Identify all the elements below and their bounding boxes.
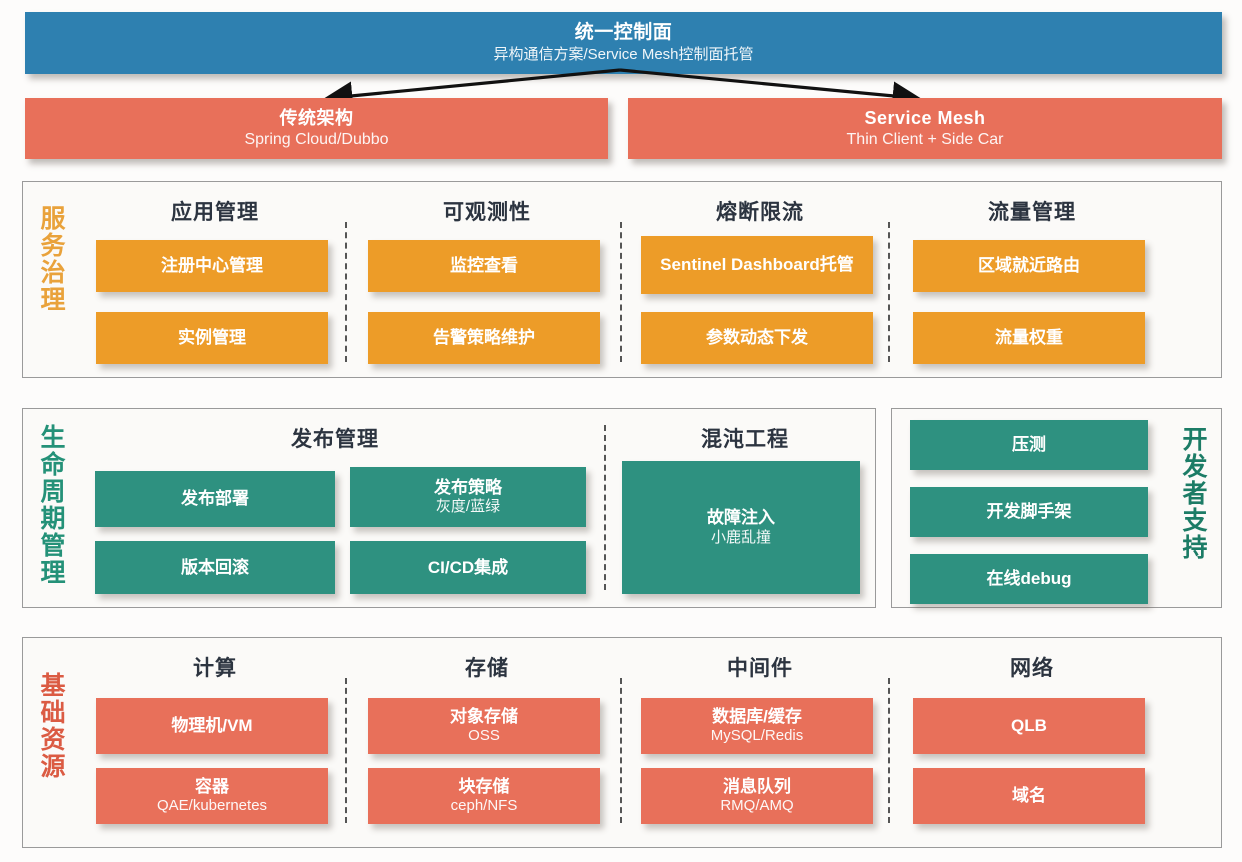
control-plane-banner: 统一控制面 异构通信方案/Service Mesh控制面托管 — [25, 12, 1222, 74]
column-title-middleware: 中间件 — [727, 657, 793, 680]
card-title: 对象存储 — [450, 706, 518, 726]
card-title: CI/CD集成 — [427, 557, 509, 577]
card-subtitle: QAE/kubernetes — [156, 797, 268, 815]
card-title: 块存储 — [458, 776, 510, 796]
card-title: 数据库/缓存 — [712, 706, 802, 726]
card-title: 物理机/VM — [171, 716, 253, 736]
card-title: 流量权重 — [995, 328, 1063, 348]
card-title: 版本回滚 — [181, 557, 249, 577]
column-title-storage: 存储 — [465, 657, 509, 680]
card-stress-test[interactable]: 压测 — [910, 420, 1148, 470]
card-subtitle: 小鹿乱撞 — [710, 528, 771, 546]
card-sentinel-dashboard[interactable]: Sentinel Dashboard托管 — [641, 236, 873, 294]
column-divider — [620, 678, 622, 823]
card-release-deploy[interactable]: 发布部署 — [95, 471, 335, 527]
connector-arrows — [323, 68, 922, 110]
card-title: 在线debug — [986, 569, 1072, 589]
card-traffic-weight[interactable]: 流量权重 — [913, 312, 1145, 364]
column-title-circuit-breaking: 熔断限流 — [716, 201, 804, 224]
control-plane-subtitle: 异构通信方案/Service Mesh控制面托管 — [493, 46, 754, 64]
card-title: 告警策略维护 — [433, 328, 535, 348]
card-qlb[interactable]: QLB — [913, 698, 1145, 754]
architecture-traditional-title: 传统架构 — [279, 107, 354, 128]
column-title-chaos-engineering: 混沌工程 — [701, 428, 789, 451]
card-fault-injection[interactable]: 故障注入 小鹿乱撞 — [622, 461, 860, 594]
column-title-release-management: 发布管理 — [291, 428, 379, 451]
card-title: 域名 — [1012, 786, 1046, 806]
card-block-storage[interactable]: 块存储 ceph/NFS — [368, 768, 600, 824]
column-title-network: 网络 — [1010, 657, 1054, 680]
card-message-queue[interactable]: 消息队列 RMQ/AMQ — [641, 768, 873, 824]
card-object-storage[interactable]: 对象存储 OSS — [368, 698, 600, 754]
card-subtitle: OSS — [468, 727, 500, 745]
card-version-rollback[interactable]: 版本回滚 — [95, 541, 335, 594]
architecture-service-mesh-title: Service Mesh — [864, 107, 986, 128]
card-title: QLB — [1011, 716, 1047, 736]
card-title: 开发脚手架 — [986, 502, 1072, 522]
card-cicd-integration[interactable]: CI/CD集成 — [350, 541, 586, 594]
card-title: 参数动态下发 — [706, 328, 808, 348]
card-title: 注册中心管理 — [161, 256, 263, 276]
card-physical-vm[interactable]: 物理机/VM — [96, 698, 328, 754]
card-instance-management[interactable]: 实例管理 — [96, 312, 328, 364]
column-title-compute: 计算 — [193, 657, 237, 680]
card-subtitle: 灰度/蓝绿 — [435, 498, 501, 516]
column-divider — [888, 222, 890, 362]
card-dev-scaffold[interactable]: 开发脚手架 — [910, 487, 1148, 537]
architecture-service-mesh-subtitle: Thin Client + Side Car — [846, 131, 1004, 149]
card-title: 压测 — [1012, 435, 1046, 455]
column-title-observability: 可观测性 — [443, 201, 531, 224]
column-divider — [604, 425, 606, 590]
card-title: 实例管理 — [178, 328, 246, 348]
column-title-traffic-management: 流量管理 — [988, 201, 1076, 224]
layer-label-infrastructure: 基础资源 — [37, 672, 65, 780]
layer-label-developer-support: 开发者支持 — [1179, 426, 1207, 561]
card-online-debug[interactable]: 在线debug — [910, 554, 1148, 604]
card-database-cache[interactable]: 数据库/缓存 MySQL/Redis — [641, 698, 873, 754]
card-release-strategy[interactable]: 发布策略 灰度/蓝绿 — [350, 467, 586, 527]
architecture-traditional-subtitle: Spring Cloud/Dubbo — [244, 131, 389, 149]
layer-label-governance: 服务治理 — [37, 205, 65, 313]
card-title: 监控查看 — [450, 256, 518, 276]
card-alert-policy-maintenance[interactable]: 告警策略维护 — [368, 312, 600, 364]
card-registry-management[interactable]: 注册中心管理 — [96, 240, 328, 292]
card-zone-aware-routing[interactable]: 区域就近路由 — [913, 240, 1145, 292]
card-title: 消息队列 — [723, 776, 791, 796]
card-dynamic-parameter-push[interactable]: 参数动态下发 — [641, 312, 873, 364]
card-title: 发布策略 — [434, 477, 502, 497]
card-title: 区域就近路由 — [978, 256, 1080, 276]
card-title: Sentinel Dashboard托管 — [660, 255, 854, 275]
card-title: 发布部署 — [181, 489, 249, 509]
card-subtitle: MySQL/Redis — [710, 727, 804, 745]
card-subtitle: ceph/NFS — [450, 797, 518, 815]
card-domain-name[interactable]: 域名 — [913, 768, 1145, 824]
column-title-app-management: 应用管理 — [171, 201, 259, 224]
layer-label-lifecycle: 生命周期管理 — [37, 424, 65, 586]
card-title: 故障注入 — [707, 508, 775, 528]
column-divider — [888, 678, 890, 823]
architecture-service-mesh: Service Mesh Thin Client + Side Car — [628, 98, 1222, 159]
control-plane-title: 统一控制面 — [574, 21, 673, 43]
column-divider — [345, 222, 347, 362]
card-title: 容器 — [195, 776, 229, 796]
card-subtitle: RMQ/AMQ — [720, 797, 794, 815]
architecture-traditional: 传统架构 Spring Cloud/Dubbo — [25, 98, 608, 159]
card-monitoring-view[interactable]: 监控查看 — [368, 240, 600, 292]
column-divider — [345, 678, 347, 823]
column-divider — [620, 222, 622, 362]
card-container[interactable]: 容器 QAE/kubernetes — [96, 768, 328, 824]
